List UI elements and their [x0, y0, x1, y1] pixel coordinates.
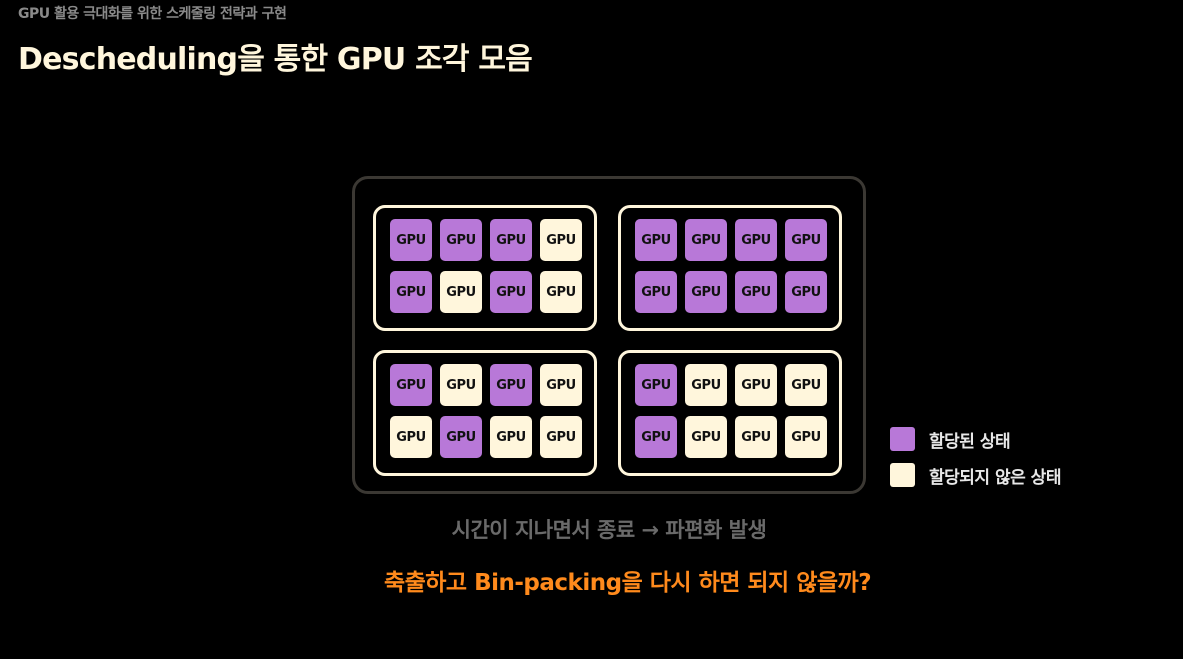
legend-allocated-label: 할당된 상태: [929, 431, 1011, 452]
gpu-chip-free: GPU: [785, 364, 827, 406]
gpu-chip-free: GPU: [540, 271, 582, 313]
legend-free-swatch: [890, 463, 915, 487]
gpu-chip-allocated: GPU: [735, 219, 777, 261]
gpu-chip-allocated: GPU: [635, 219, 677, 261]
gpu-chip-allocated: GPU: [390, 364, 432, 406]
gpu-chip-allocated: GPU: [635, 416, 677, 458]
gpu-chip-free: GPU: [540, 416, 582, 458]
legend-allocated-swatch: [890, 427, 915, 451]
legend-free-label: 할당되지 않은 상태: [929, 467, 1061, 488]
gpu-chip-free: GPU: [685, 364, 727, 406]
gpu-chip-allocated: GPU: [685, 271, 727, 313]
gpu-chip-allocated: GPU: [440, 219, 482, 261]
gpu-chip-free: GPU: [440, 364, 482, 406]
gpu-chip-free: GPU: [440, 271, 482, 313]
gpu-chip-allocated: GPU: [490, 219, 532, 261]
gpu-chip-free: GPU: [390, 416, 432, 458]
gpu-chip-free: GPU: [490, 416, 532, 458]
gpu-chip-free: GPU: [540, 364, 582, 406]
fragmentation-caption: 시간이 지나면서 종료 → 파편화 발생: [451, 518, 767, 542]
slide-title: Descheduling을 통한 GPU 조각 모음: [18, 42, 533, 77]
gpu-chip-free: GPU: [735, 416, 777, 458]
gpu-chip-allocated: GPU: [785, 271, 827, 313]
question-text: 축출하고 Bin-packing을 다시 하면 되지 않을까?: [383, 570, 872, 596]
gpu-chip-allocated: GPU: [440, 416, 482, 458]
gpu-chip-allocated: GPU: [785, 219, 827, 261]
gpu-chip-allocated: GPU: [635, 271, 677, 313]
gpu-chip-allocated: GPU: [685, 219, 727, 261]
legend-allocated: 할당된 상태: [890, 427, 1011, 452]
slide-supertitle: GPU 활용 극대화를 위한 스케줄링 전략과 구현: [18, 6, 287, 22]
gpu-chip-free: GPU: [685, 416, 727, 458]
gpu-chip-allocated: GPU: [490, 271, 532, 313]
gpu-chip-allocated: GPU: [635, 364, 677, 406]
gpu-chip-free: GPU: [540, 219, 582, 261]
gpu-chip-allocated: GPU: [390, 219, 432, 261]
gpu-chip-allocated: GPU: [490, 364, 532, 406]
gpu-chip-free: GPU: [785, 416, 827, 458]
gpu-chip-allocated: GPU: [390, 271, 432, 313]
gpu-chip-free: GPU: [735, 364, 777, 406]
legend-free: 할당되지 않은 상태: [890, 463, 1061, 488]
gpu-chip-allocated: GPU: [735, 271, 777, 313]
